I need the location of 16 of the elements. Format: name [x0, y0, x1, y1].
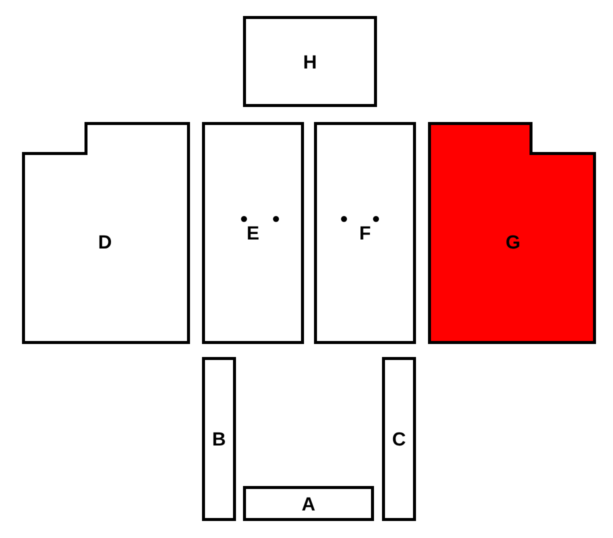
panel [22, 122, 190, 344]
panel-label: G [506, 234, 520, 252]
panel-label: A [302, 495, 316, 514]
panel [243, 16, 377, 107]
panel-label: H [303, 53, 317, 72]
panel [382, 357, 416, 521]
panel [314, 122, 416, 344]
panel-label: B [212, 430, 226, 450]
panel-label: C [392, 430, 406, 450]
panel [202, 122, 304, 344]
panel-label: E [246, 224, 260, 244]
panel [243, 486, 374, 521]
panel [202, 357, 236, 521]
panel-label: F [359, 224, 371, 244]
shaded-panel [428, 122, 596, 344]
panel-label: D [98, 234, 112, 252]
